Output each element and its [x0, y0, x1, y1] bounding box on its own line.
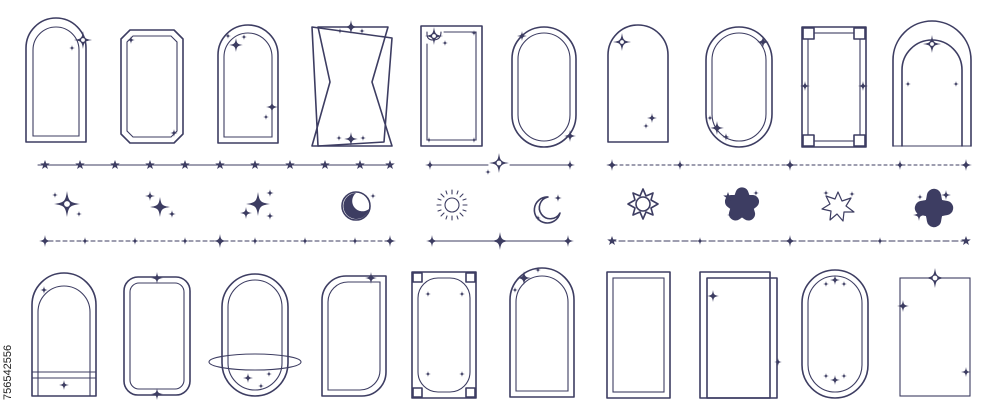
rect-star-frame	[897, 268, 971, 397]
rect-sparkle-frame	[123, 272, 191, 400]
sun-icon	[627, 188, 659, 220]
double-arch-star-frame	[892, 20, 972, 147]
dot-divider	[606, 159, 972, 171]
sparkle-cluster-icon	[913, 190, 951, 221]
arch-sparkle-frame	[189, 24, 279, 144]
arch-star-frame	[25, 17, 92, 143]
bottom-row-frames	[31, 267, 971, 400]
double-arch-banner-frame	[31, 272, 97, 397]
double-oval-sparkle-frame	[705, 26, 773, 148]
double-rect-frame	[699, 271, 782, 399]
sunburst-icon	[436, 189, 468, 221]
dividers-row-lower	[39, 232, 971, 250]
double-oval-frame	[511, 26, 577, 148]
stock-id-watermark: 756542556	[2, 290, 16, 400]
diamond-chain-divider	[39, 234, 396, 248]
octagon-frame	[120, 29, 184, 144]
twin-sparkle-icon	[145, 191, 176, 218]
moon-stars-icon	[533, 194, 562, 224]
crescent-moon-icon	[341, 191, 376, 221]
star-burst-icon	[821, 190, 855, 222]
top-row-frames	[25, 17, 972, 148]
sun-divider	[425, 153, 575, 175]
arch-sparkle-frame-2	[509, 267, 575, 398]
north-star-icon	[52, 191, 82, 217]
corner-square-frame	[800, 26, 868, 148]
star-chain-divider	[37, 160, 395, 170]
square-corner-oval-frame	[411, 271, 477, 399]
leaf-frame	[321, 272, 387, 397]
star-cluster-icon	[723, 190, 759, 218]
icons-row	[52, 189, 951, 223]
stock-id-text: 756542556	[2, 344, 14, 400]
diamond-divider	[426, 232, 574, 250]
oval-sparkle-frame	[801, 269, 869, 399]
dividers-row-upper	[37, 153, 972, 175]
crossed-frame	[311, 20, 393, 147]
oval-orbit-frame	[208, 273, 302, 397]
cut-corner-sparkle-frame	[420, 25, 483, 147]
triple-sparkle-icon	[240, 189, 274, 220]
star-end-divider	[607, 235, 971, 247]
tall-rect-frame	[606, 271, 671, 399]
arch-star-frame-2	[607, 24, 669, 143]
